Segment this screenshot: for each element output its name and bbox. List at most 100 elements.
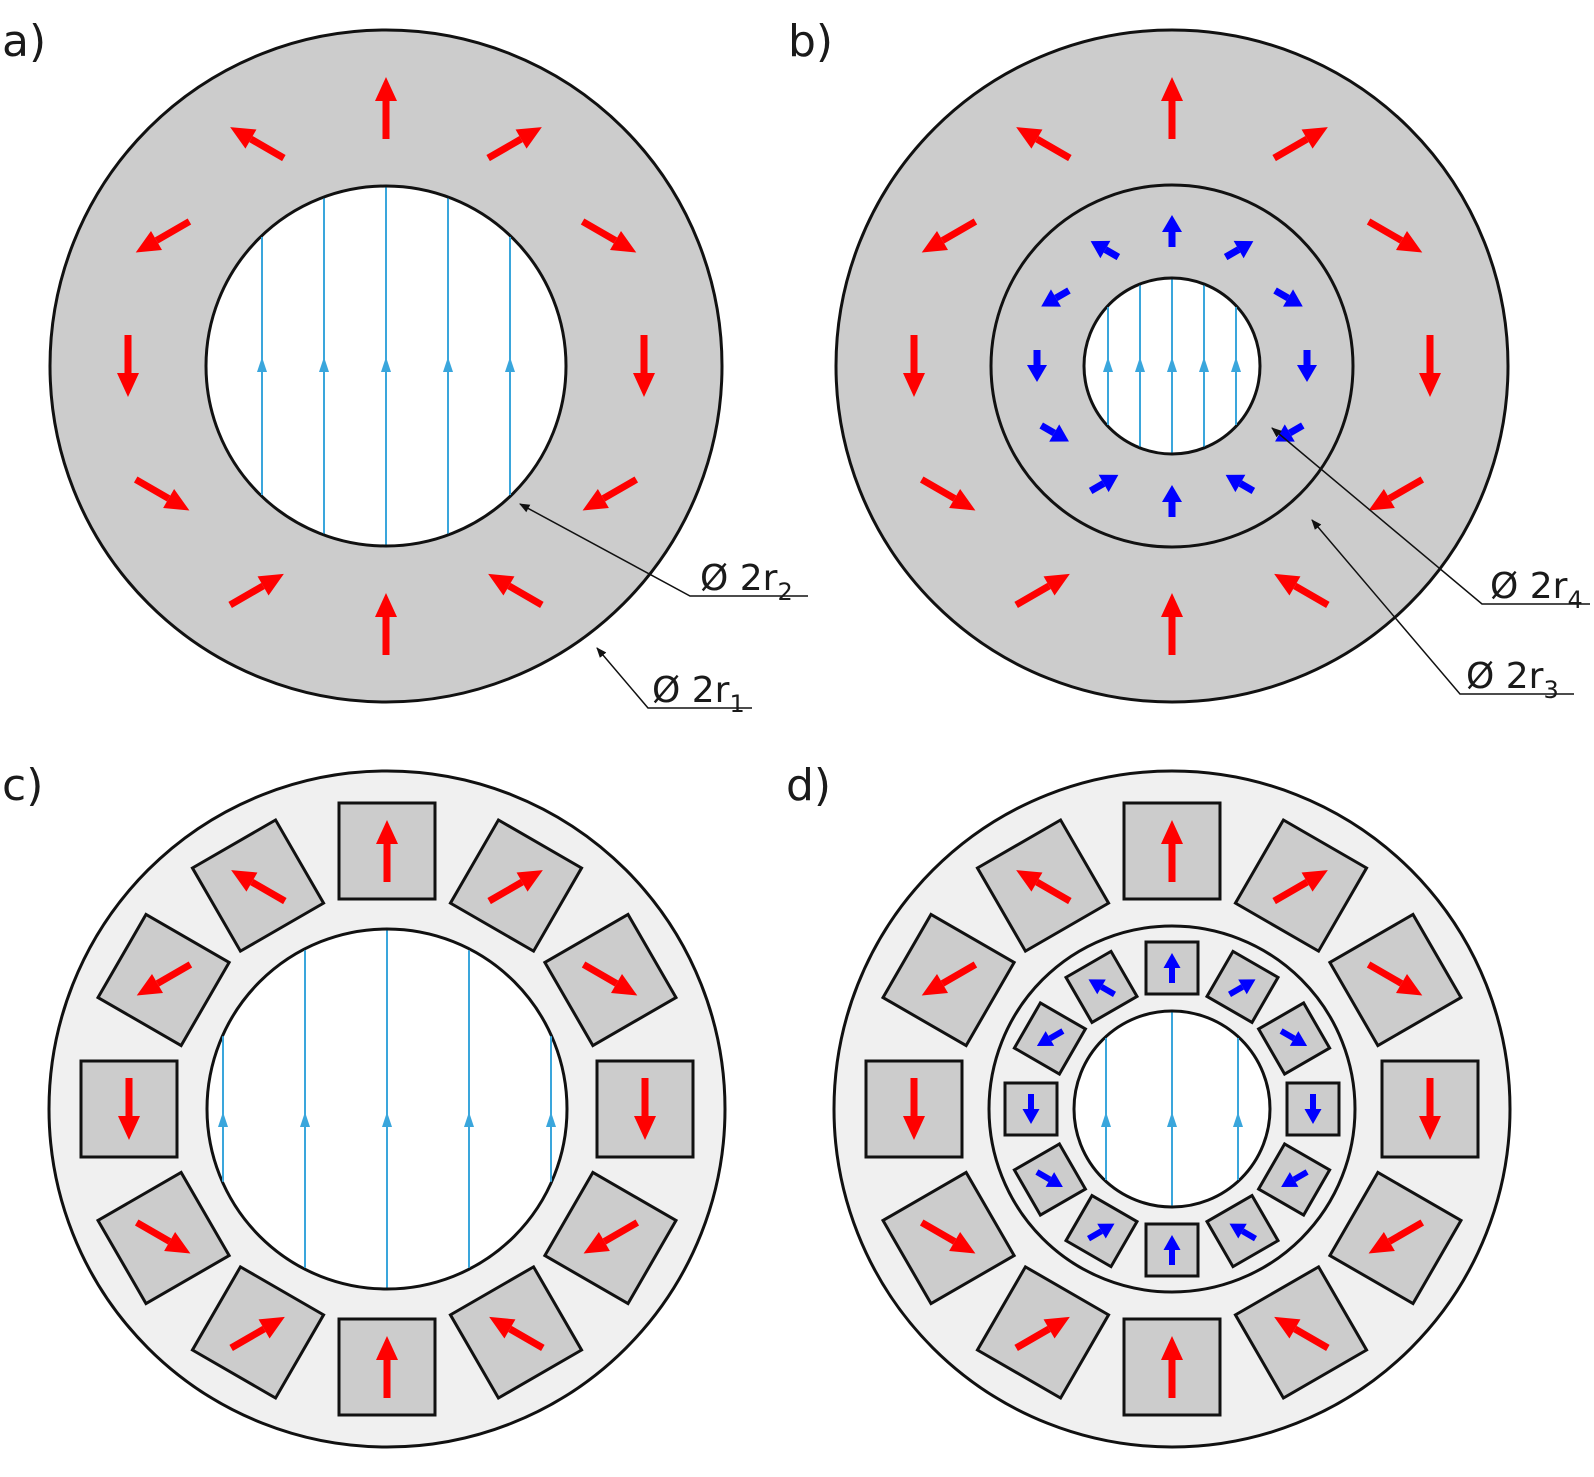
red-arrow-icon bbox=[919, 1219, 976, 1254]
red-arrow-icon bbox=[1368, 1219, 1425, 1254]
field-arrow-icon bbox=[382, 1112, 392, 1127]
red-arrow-icon bbox=[375, 593, 397, 655]
red-arrow-icon bbox=[134, 1219, 191, 1254]
field-arrow-icon bbox=[1103, 357, 1113, 372]
red-arrow-icon bbox=[1366, 961, 1423, 996]
magnet-block bbox=[975, 817, 1111, 954]
red-arrow-icon bbox=[1014, 573, 1070, 608]
field-line bbox=[1135, 285, 1145, 447]
blue-arrow-icon bbox=[1036, 1028, 1065, 1046]
field-lines bbox=[218, 930, 556, 1288]
red-arrow-icon bbox=[583, 1219, 640, 1254]
red-arrow-icon bbox=[488, 573, 544, 608]
field-line bbox=[443, 198, 453, 534]
red-arrow-icon bbox=[489, 1316, 545, 1351]
blue-arrow-icon bbox=[1088, 979, 1116, 997]
magnet-block bbox=[1256, 1141, 1332, 1218]
magnet-block bbox=[880, 1170, 1017, 1306]
field-arrow-icon bbox=[1101, 1112, 1111, 1127]
blue-arrow-icon bbox=[1304, 1094, 1322, 1124]
blue-arrow-icon bbox=[1162, 485, 1182, 517]
red-arrow-icon bbox=[1161, 77, 1183, 139]
red-arrow-icon bbox=[136, 961, 193, 996]
svg-text:Ø 2r1: Ø 2r1 bbox=[652, 670, 745, 718]
field-arrow-icon bbox=[300, 1112, 310, 1127]
magnet-block bbox=[880, 912, 1017, 1048]
red-arrow-icon bbox=[229, 1316, 285, 1351]
red-arrow-icon bbox=[1161, 593, 1183, 655]
red-arrow-icon bbox=[634, 1078, 656, 1140]
field-lines bbox=[257, 187, 515, 545]
red-arrow-icon bbox=[921, 218, 978, 253]
field-line bbox=[218, 1036, 228, 1182]
field-arrow-icon bbox=[319, 357, 329, 372]
magnet-block bbox=[1012, 1000, 1088, 1077]
red-arrow-icon bbox=[375, 77, 397, 139]
blue-arrow-icon bbox=[1225, 474, 1256, 494]
red-arrow-icon bbox=[487, 870, 543, 905]
red-arrow-icon bbox=[919, 476, 976, 511]
blue-arrow-icon bbox=[1162, 215, 1182, 247]
field-line bbox=[1167, 1012, 1177, 1206]
blue-arrow-icon bbox=[1273, 287, 1303, 307]
field-arrow-icon bbox=[1231, 357, 1241, 372]
panel-label-b: b) bbox=[788, 16, 833, 67]
red-arrow-icon bbox=[1016, 127, 1072, 162]
magnet-block bbox=[1285, 1081, 1341, 1137]
magnet-block bbox=[1256, 1000, 1332, 1077]
field-arrow-icon bbox=[1167, 1112, 1177, 1127]
red-arrow-icon bbox=[903, 1078, 925, 1140]
magnet-block bbox=[1233, 1264, 1369, 1401]
field-arrow-icon bbox=[257, 357, 267, 372]
field-line bbox=[1233, 1038, 1243, 1180]
field-line bbox=[300, 950, 310, 1268]
blue-arrow-icon bbox=[1228, 979, 1256, 997]
red-arrow-icon bbox=[1272, 127, 1328, 162]
blue-arrow-icon bbox=[1035, 1169, 1063, 1187]
blue-arrow-icon bbox=[1041, 287, 1071, 307]
field-line bbox=[505, 237, 515, 495]
red-arrow-icon bbox=[633, 335, 655, 397]
field-lines bbox=[1101, 1012, 1243, 1206]
field-lines bbox=[1103, 279, 1241, 453]
blue-arrow-icon bbox=[1281, 1169, 1309, 1187]
red-arrow-icon bbox=[486, 127, 542, 162]
magnet-block bbox=[1012, 1141, 1088, 1218]
field-line bbox=[1101, 1038, 1111, 1180]
magnet-block bbox=[1144, 1222, 1200, 1278]
magnet-blocks bbox=[864, 801, 1480, 1417]
red-arrow-icon bbox=[581, 961, 638, 996]
field-line bbox=[1167, 279, 1177, 453]
red-arrow-icon bbox=[921, 961, 978, 996]
field-line bbox=[1199, 285, 1209, 447]
magnet-block bbox=[337, 1317, 437, 1417]
panel-c: c) bbox=[2, 760, 727, 1449]
magnet-block bbox=[1327, 1170, 1464, 1306]
dimension-r3: Ø 2r3 bbox=[1311, 519, 1574, 704]
magnet-block bbox=[1063, 949, 1140, 1025]
red-arrow-icon bbox=[1161, 1336, 1183, 1398]
magnet-block bbox=[975, 1264, 1111, 1401]
blue-arrow-icon bbox=[1163, 1235, 1181, 1265]
panel-b: b) Ø 2r4 Ø 2r3 bbox=[788, 16, 1590, 704]
magnet-block bbox=[595, 1059, 695, 1159]
blue-arrow-icon bbox=[1090, 240, 1121, 261]
magnet-block bbox=[1380, 1059, 1480, 1159]
magnet-block bbox=[79, 1059, 179, 1159]
red-arrow-icon bbox=[1274, 1316, 1330, 1351]
blue-arrow-icon bbox=[1163, 953, 1181, 983]
panel-a: a) Ø 2r2 Ø 2r1 bbox=[2, 16, 808, 718]
magnetization-arrows bbox=[117, 77, 655, 655]
magnet-block bbox=[337, 801, 437, 901]
field-line bbox=[464, 950, 474, 1268]
magnet-block bbox=[1122, 1317, 1222, 1417]
field-arrow-icon bbox=[1167, 357, 1177, 372]
blue-arrow-icon bbox=[1087, 1223, 1115, 1242]
dimension-r4: Ø 2r4 bbox=[1271, 427, 1590, 614]
magnet-block bbox=[190, 817, 326, 954]
red-arrow-icon bbox=[1272, 870, 1328, 905]
red-arrow-icon bbox=[133, 476, 190, 511]
panel-d: d) bbox=[786, 760, 1512, 1449]
red-arrow-icon bbox=[376, 820, 398, 882]
